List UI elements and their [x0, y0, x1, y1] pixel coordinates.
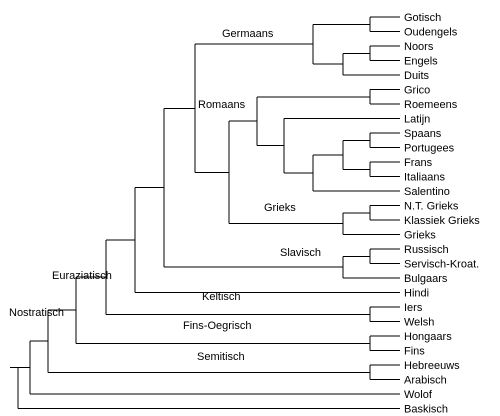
- leaf-label: N.T. Grieks: [404, 201, 459, 213]
- leaf-label: Oudengels: [404, 27, 458, 39]
- leaf-label: Gotisch: [404, 12, 441, 24]
- leaf-label: Frans: [404, 157, 433, 169]
- leaf-label: Fins: [404, 346, 425, 358]
- leaf-label: Grieks: [404, 230, 436, 242]
- leaf-label: Hindi: [404, 288, 429, 300]
- group-label-grieks: Grieks: [264, 202, 296, 214]
- leaf-label: Iers: [404, 302, 423, 314]
- leaf-label: Servisch-Kroat.: [404, 259, 479, 271]
- leaf-label: Russisch: [404, 244, 449, 256]
- group-label-germaans: Germaans: [222, 28, 274, 40]
- group-label-romaans: Romaans: [198, 99, 246, 111]
- leaf-label: Engels: [404, 56, 438, 68]
- group-label-fins-oegrisch: Fins-Oegrisch: [183, 320, 251, 332]
- leaf-label: Roemeens: [404, 99, 458, 111]
- leaf-label: Arabisch: [404, 375, 447, 387]
- leaf-label: Welsh: [404, 317, 434, 329]
- group-label-semitisch: Semitisch: [197, 351, 245, 363]
- leaf-label: Grico: [404, 85, 430, 97]
- leaf-label: Bulgaars: [404, 273, 448, 285]
- leaf-label: Salentino: [404, 186, 450, 198]
- leaf-labels: GotischOudengelsNoorsEngelsDuitsGricoRoe…: [404, 12, 480, 416]
- leaf-label: Wolof: [404, 389, 433, 401]
- leaf-label: Portugees: [404, 143, 455, 155]
- leaf-label: Italiaans: [404, 172, 445, 184]
- leaf-label: Klassiek Grieks: [404, 215, 480, 227]
- leaf-label: Latijn: [404, 114, 430, 126]
- leaf-label: Spaans: [404, 128, 442, 140]
- group-labels: Germaans Romaans Grieks Slavisch Eurazia…: [9, 28, 321, 363]
- leaf-label: Hongaars: [404, 331, 452, 343]
- group-label-nostratisch: Nostratisch: [9, 307, 64, 319]
- leaf-label: Noors: [404, 41, 434, 53]
- group-label-slavisch: Slavisch: [280, 247, 321, 259]
- group-label-keltisch: Keltisch: [202, 291, 241, 303]
- tree-branches: [10, 16, 400, 409]
- leaf-label: Duits: [404, 70, 430, 82]
- leaf-label: Hebreeuws: [404, 360, 460, 372]
- leaf-label: Baskisch: [404, 404, 448, 416]
- group-label-euraziatisch: Euraziatisch: [52, 270, 112, 282]
